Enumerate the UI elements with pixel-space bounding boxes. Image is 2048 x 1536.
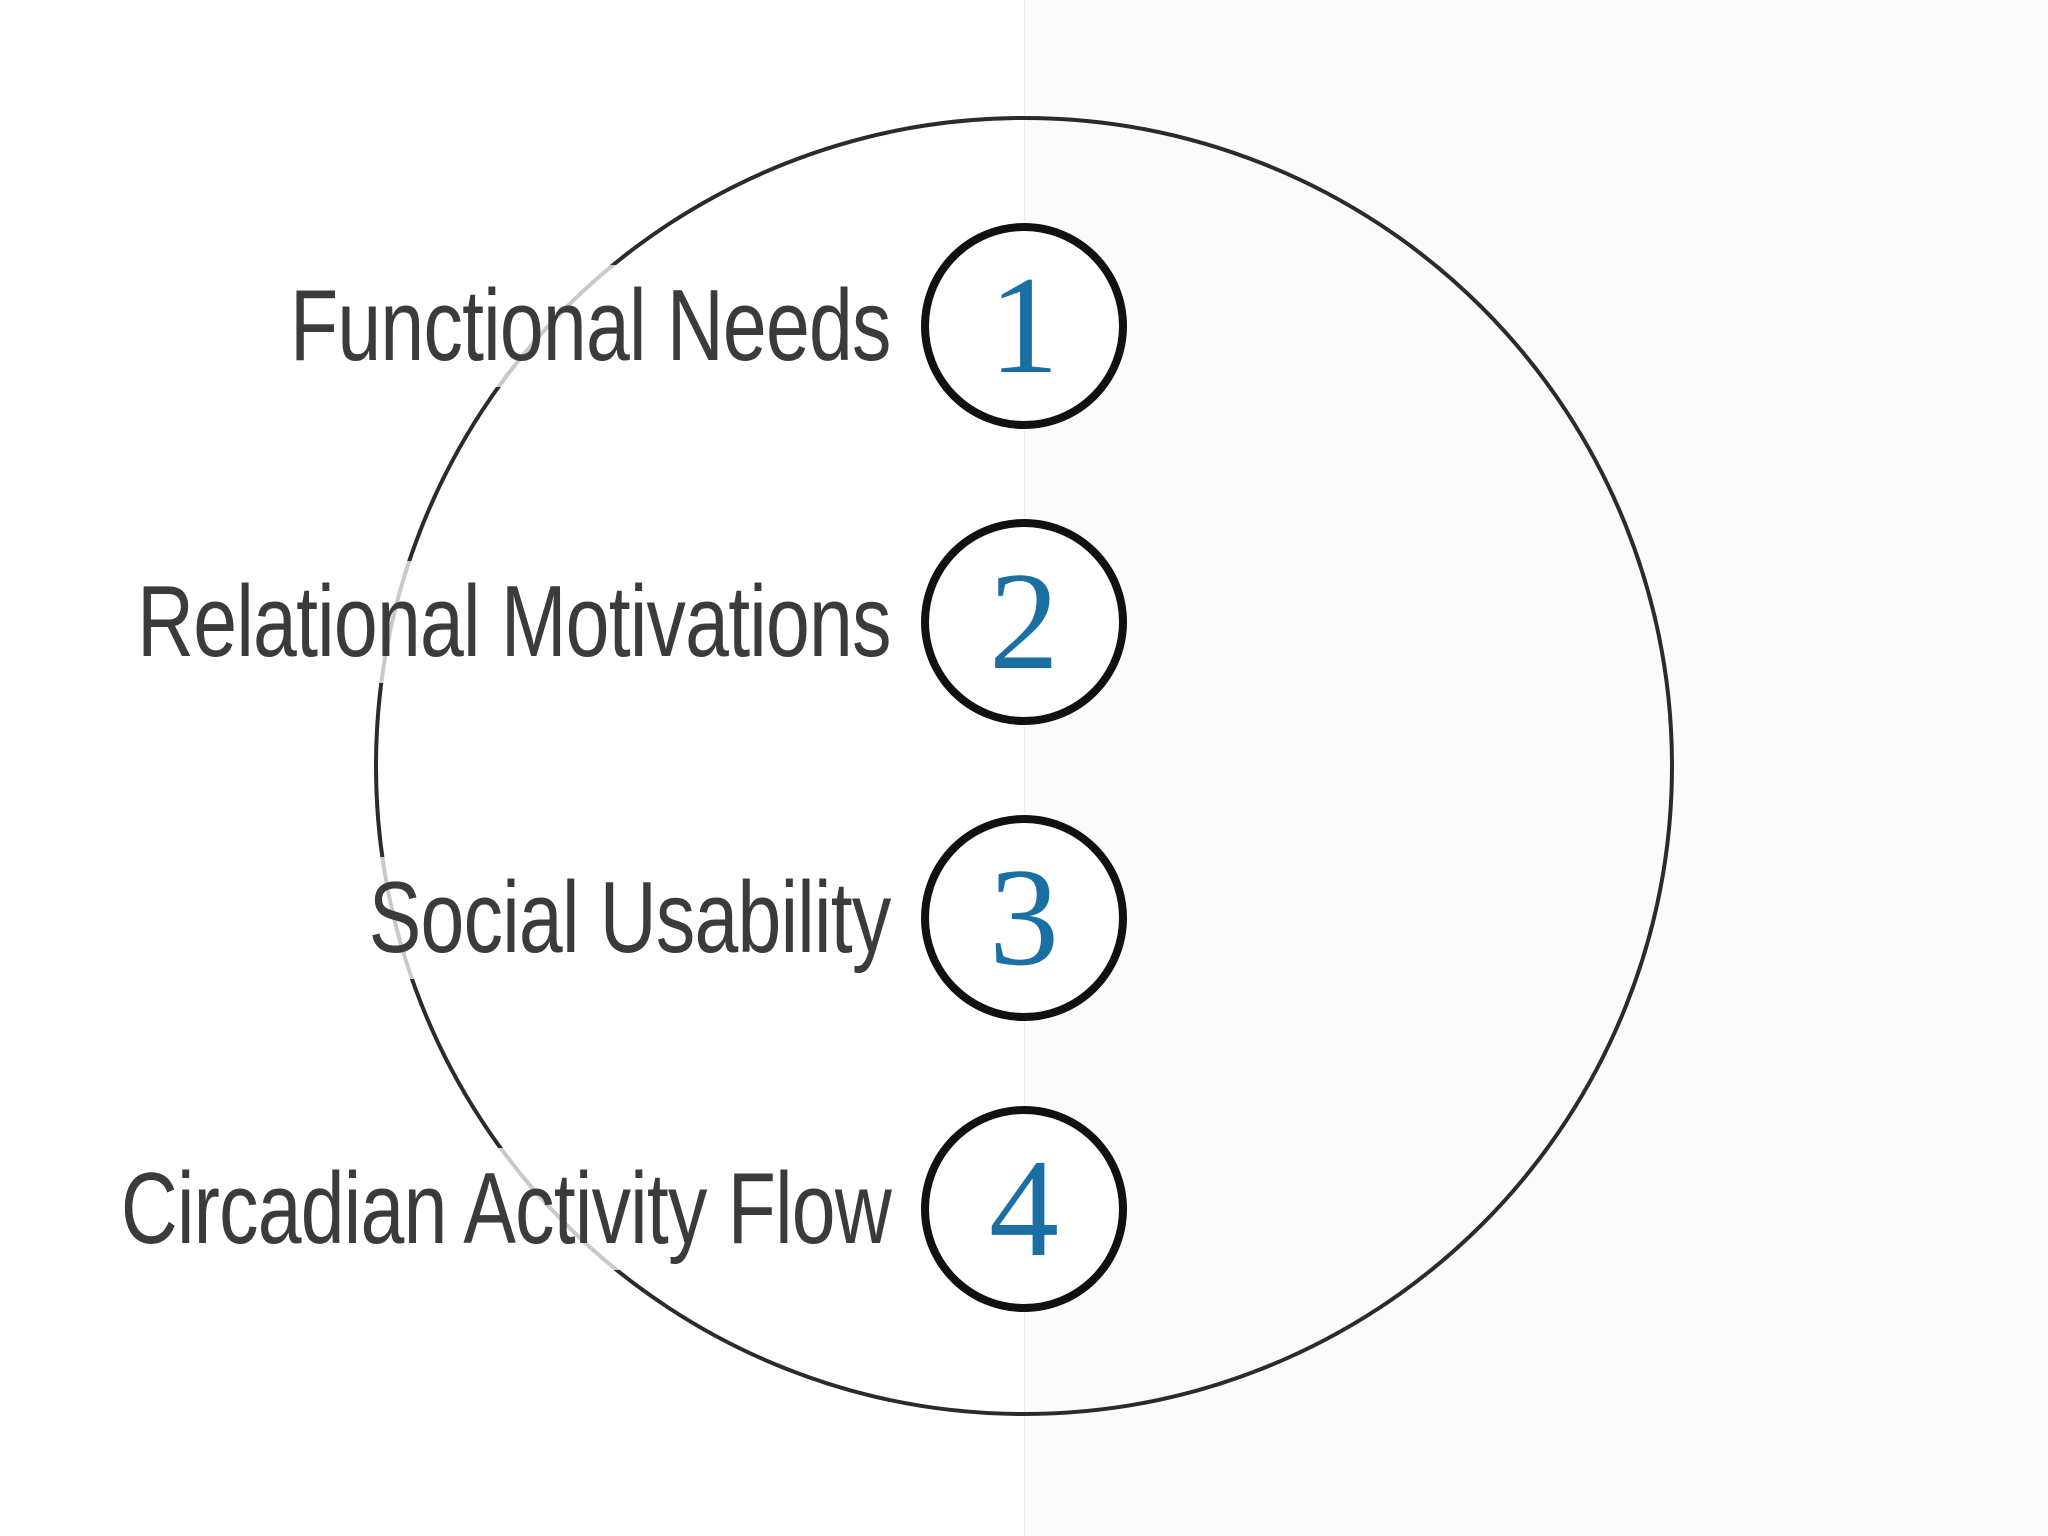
background-seam (1024, 0, 2048, 1536)
step-number-1: 1 (989, 248, 1059, 403)
label-social-usability: Social Usability (359, 857, 900, 979)
label-relational-motivations: Relational Motivations (127, 561, 900, 683)
step-number-4: 4 (989, 1131, 1059, 1286)
step-number-3: 3 (989, 840, 1059, 995)
step-circle-2: 2 (921, 519, 1127, 725)
step-number-2: 2 (989, 544, 1059, 699)
outer-circle-stroke (374, 116, 1674, 1416)
step-circle-1: 1 (921, 223, 1127, 429)
step-circle-3: 3 (921, 815, 1127, 1021)
step-circle-4: 4 (921, 1106, 1127, 1312)
label-functional-needs: Functional Needs (280, 265, 900, 387)
label-circadian-activity-flow: Circadian Activity Flow (111, 1148, 900, 1270)
